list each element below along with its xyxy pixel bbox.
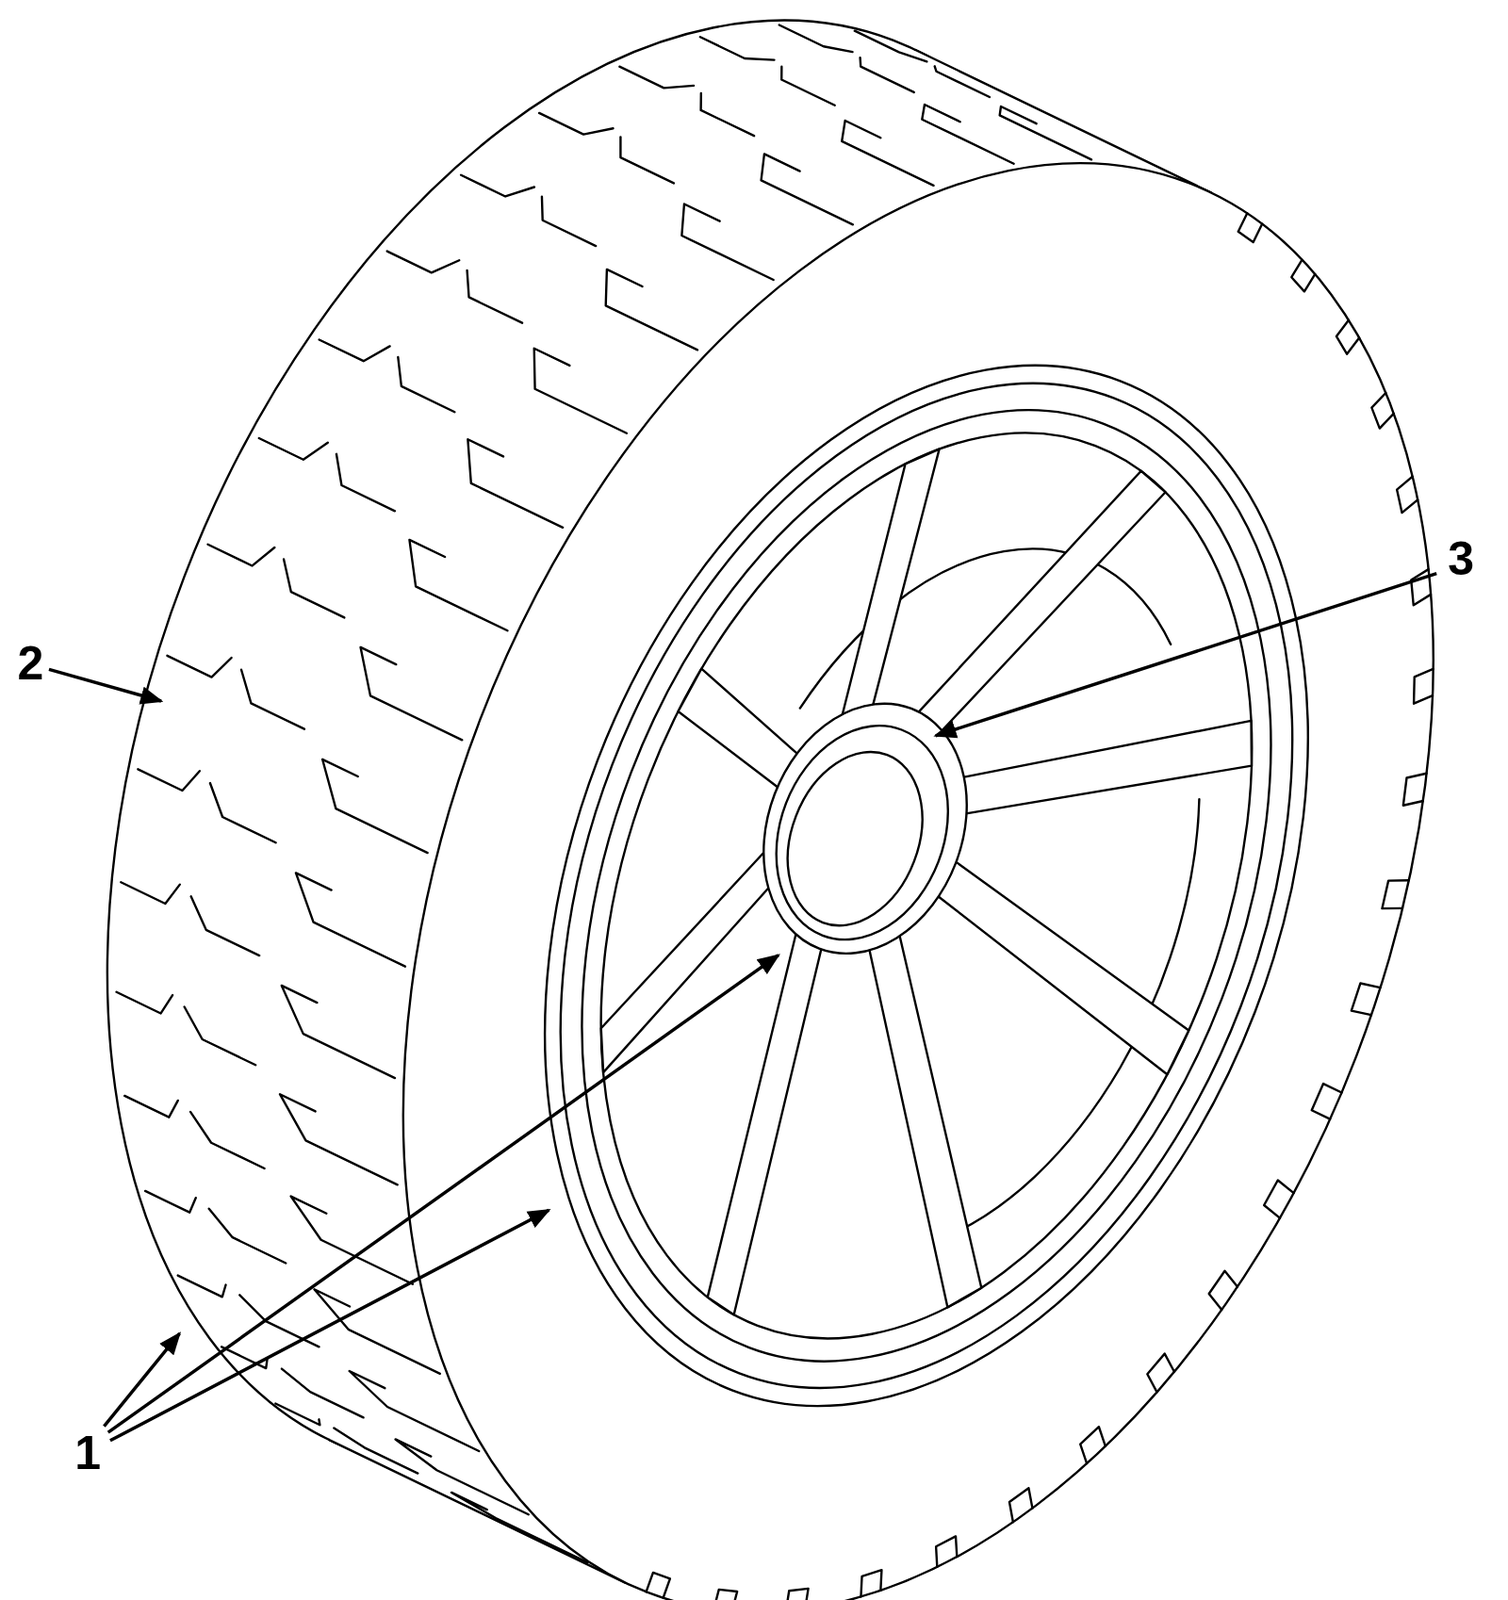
hub-ring [728,673,1002,984]
tread-notch [1311,1083,1343,1120]
wheel-spoke [707,930,823,1315]
callout-number: 1 [74,1429,101,1477]
tread-groove [781,66,836,106]
rim-well [479,339,1375,1433]
tread-lug [178,1276,227,1298]
tread-groove [281,1369,364,1419]
leader-line [108,955,779,1434]
tread-lug [319,339,391,361]
tread-notch [1396,476,1418,513]
tread-groove [336,454,395,512]
rim-inner [453,311,1399,1462]
wheel-spoke [868,933,983,1309]
tread-notch [1080,1426,1106,1464]
rim-lip [425,277,1428,1494]
leader-line [49,669,162,702]
tread-notch [1351,983,1381,1017]
tread-lug [259,438,328,460]
tread-notch [1403,773,1427,806]
hub-bore [763,732,947,946]
rim-outer [404,254,1450,1517]
tread-notch [1413,669,1434,705]
tread-groove [467,270,523,324]
wheel-spoke [841,449,940,720]
tread-lug [221,1346,267,1369]
tread-groove [333,1428,418,1475]
tread-lug [137,769,199,791]
tread-notch [1381,880,1409,909]
tread-notch [786,1589,809,1600]
tread-lug [120,882,181,904]
tread-lug [145,1191,197,1213]
tread-lug [779,24,853,52]
tread-lug [761,153,853,225]
tread-lug [681,203,773,280]
tread-groove [397,357,455,412]
tread-lug [281,985,395,1079]
tread-lug [322,759,428,853]
wheel-spoke [916,471,1166,735]
tread-groove [934,65,990,98]
tread-groove [701,93,755,136]
wheel-spoke [935,860,1189,1075]
tread-lug [409,540,508,631]
tread-lug [841,120,934,186]
tread-lug [124,1096,179,1118]
tread-groove [860,57,915,93]
tread-lug [854,31,928,63]
tread-notch [860,1570,882,1597]
leader-line [110,1210,549,1442]
tread-lug [166,655,231,678]
tread-lug [460,175,535,197]
tread-lug [999,106,1092,160]
tread-lug [700,36,774,60]
hub-ring-inner [746,700,978,965]
tread-lug [619,66,694,89]
wheel-spoke [601,849,771,1073]
leader-line [103,1333,180,1427]
tread-notch [1009,1488,1033,1523]
tread-notch [1263,1180,1295,1218]
tread-notch [713,1589,738,1600]
tread-lug [360,647,463,740]
tread-notch [1336,320,1360,355]
tread-groove [241,670,305,730]
tread-notch [1147,1354,1175,1394]
tread-lug [295,872,406,967]
tread-notch [1410,569,1431,606]
tread-notch [646,1573,671,1599]
tread-lug [539,113,613,135]
tread-lug [534,348,627,434]
tread-notch [1291,260,1315,293]
tread-lug [279,1094,398,1185]
tread-notch [935,1536,957,1567]
tread-groove [541,196,596,247]
tread-groove [210,783,277,843]
tread-groove [620,136,674,183]
tread-lug [291,1196,413,1285]
tread-lug [208,544,276,567]
callout-number: 3 [1447,535,1475,583]
tread-groove [184,1007,257,1066]
wheel-spoke [960,721,1252,815]
tread-lug [467,439,563,528]
tread-notch [1371,393,1394,429]
tire-sidewall [209,15,1508,1600]
tread-groove [190,1112,265,1169]
tread-lug [387,251,460,274]
tread-lug [606,269,698,351]
tread-lug [275,1404,320,1427]
tread-groove [209,1209,287,1264]
tread-lug [116,992,174,1015]
tread-groove [283,558,345,618]
callout-number: 2 [17,639,45,688]
leader-line [935,573,1438,737]
wheel-spoke [678,669,801,790]
tread-groove [191,896,261,956]
tread-groove [239,1294,319,1347]
tread-notch [1238,213,1263,243]
tread-notch [1209,1271,1238,1311]
